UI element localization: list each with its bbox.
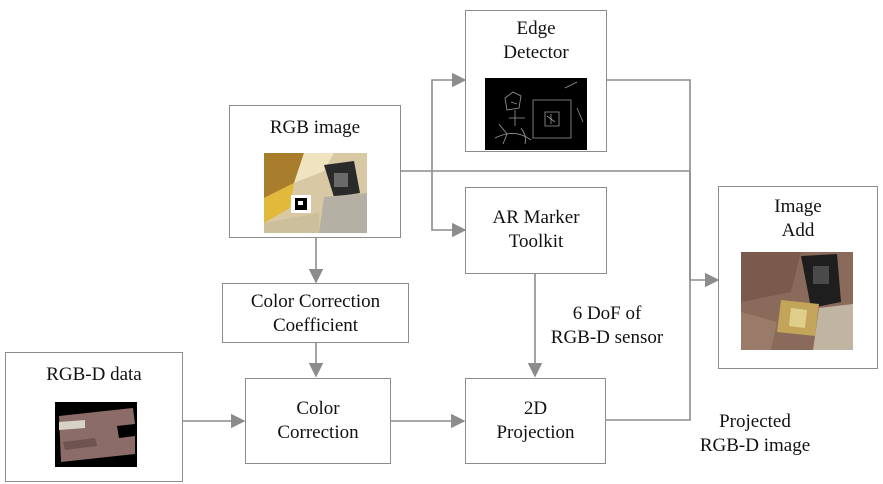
annotation-6dof-line2: RGB-D sensor <box>550 327 664 348</box>
node-image-add: Image Add <box>718 186 878 369</box>
coefficient-line1: Color Correction <box>250 291 381 312</box>
image-add-line1: Image <box>774 196 822 217</box>
arrow-projection-to-image-add <box>605 280 691 421</box>
annotation-6dof: 6 DoF of RGB-D sensor <box>540 302 674 350</box>
node-rgb-image: RGB image <box>229 105 401 238</box>
rgb-image-photo <box>264 153 367 233</box>
arrow-rgb-to-edge-detector <box>400 72 467 172</box>
annotation-projected-line2: RGB-D image <box>699 435 811 456</box>
rgbd-data-image <box>55 402 137 467</box>
node-color-correction: Color Correction <box>245 378 391 464</box>
node-2d-projection: 2D Projection <box>465 378 606 464</box>
edge-map-image <box>485 78 587 150</box>
ar-marker-line2: Toolkit <box>508 231 564 252</box>
node-color-correction-coefficient: Color Correction Coefficient <box>222 283 409 343</box>
coefficient-line2: Coefficient <box>272 315 359 336</box>
projection-line1: 2D <box>523 398 548 419</box>
image-add-result <box>741 252 853 350</box>
projection-line2: Projection <box>496 422 575 443</box>
color-correction-line2: Correction <box>277 422 359 443</box>
annotation-6dof-line1: 6 DoF of <box>572 303 642 324</box>
image-add-line2: Add <box>781 220 815 241</box>
annotation-projected-line1: Projected <box>719 411 791 432</box>
node-edge-detector: Edge Detector <box>465 10 607 152</box>
rgb-image-label: RGB image <box>269 117 361 138</box>
edge-detector-line2: Detector <box>503 42 569 63</box>
edge-detector-line1: Edge <box>516 18 556 39</box>
ar-marker-line1: AR Marker <box>492 207 580 228</box>
arrow-edge-to-image-add <box>605 79 691 280</box>
arrow-rgb-to-ar-marker <box>431 171 467 238</box>
node-ar-marker-toolkit: AR Marker Toolkit <box>465 187 607 274</box>
rgbd-data-label: RGB-D data <box>46 364 142 385</box>
color-correction-line1: Color <box>296 398 340 419</box>
annotation-projected-rgbd: Projected RGB-D image <box>690 410 820 458</box>
node-rgbd-data: RGB-D data <box>5 352 183 482</box>
